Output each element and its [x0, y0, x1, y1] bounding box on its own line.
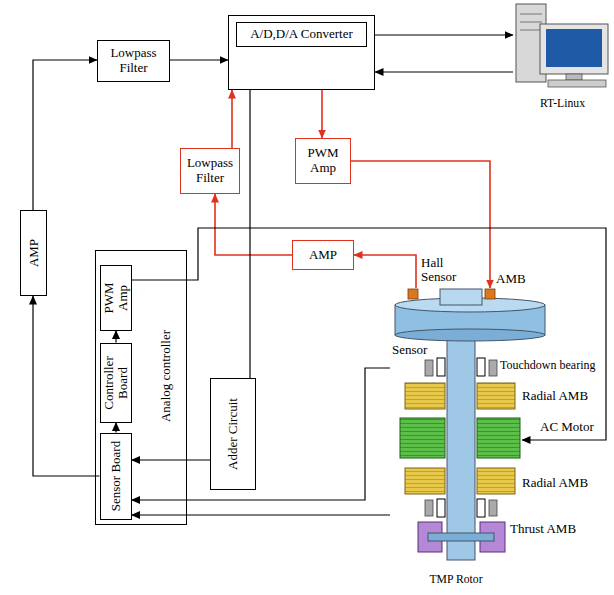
part-label: Hall Sensor [421, 256, 463, 285]
part-label: Radial AMB [522, 389, 588, 403]
signal-connector [351, 161, 490, 288]
signal-connector [132, 514, 391, 515]
signal-connector [375, 71, 513, 72]
part-label: AMB [496, 272, 526, 286]
signal-connector [375, 34, 513, 35]
amp-box: AMP [20, 210, 47, 296]
node-text: A/D,D/A Converter [236, 22, 367, 47]
part-label: Thrust AMB [510, 522, 576, 536]
signal-connector [33, 60, 97, 210]
rotor-node: TMP Rotor [390, 288, 522, 588]
signal-connector [249, 90, 250, 378]
node-text: Sensor Board [108, 437, 122, 516]
node-text: Lowpass Filter [98, 46, 169, 76]
controller-group: Analog controller PWM AmpController Board… [95, 250, 187, 525]
part-label: Radial AMB [522, 476, 588, 490]
part-label: AC Motor [540, 420, 594, 434]
sensor-board-box: Sensor Board [100, 433, 132, 520]
signal-connector [231, 90, 233, 148]
signal-connector [321, 90, 323, 138]
node-text: RT-Linux [513, 97, 612, 110]
node-text: AMP [306, 248, 340, 263]
node-text: Analog controller [159, 321, 173, 431]
signal-connector [132, 228, 607, 440]
signal-connector [33, 296, 100, 476]
node-text: AMP [26, 214, 40, 292]
filter-box: Lowpass Filter [97, 40, 170, 82]
part-label: Touchdown bearing [500, 359, 595, 372]
signal-connector [132, 459, 211, 460]
signal-connector [115, 423, 116, 433]
node-text: Lowpass Filter [181, 156, 239, 186]
signal-connector [354, 255, 416, 288]
node-text: Controller Board [101, 347, 130, 419]
node-text: PWM Amp [101, 269, 130, 327]
amp-box: AMP [292, 240, 354, 270]
node-text: Adder Circuit [226, 382, 240, 486]
signal-connector [115, 331, 116, 343]
pwm-amp-box: PWM Amp [100, 265, 132, 331]
filter-box: Lowpass Filter [180, 148, 240, 194]
signal-connector [215, 194, 292, 255]
controller-board-box: Controller Board [100, 343, 132, 423]
node-text: TMP Rotor [390, 573, 522, 586]
pwm-amp-box: PWM Amp [295, 138, 351, 184]
part-label: Sensor [392, 343, 427, 357]
adder-box: Adder Circuit [210, 378, 256, 490]
computer-node: RT-Linux [513, 0, 612, 112]
signal-connector [170, 59, 228, 60]
converter-box: A/D,D/A Converter [228, 15, 375, 90]
node-text: PWM Amp [296, 146, 350, 176]
